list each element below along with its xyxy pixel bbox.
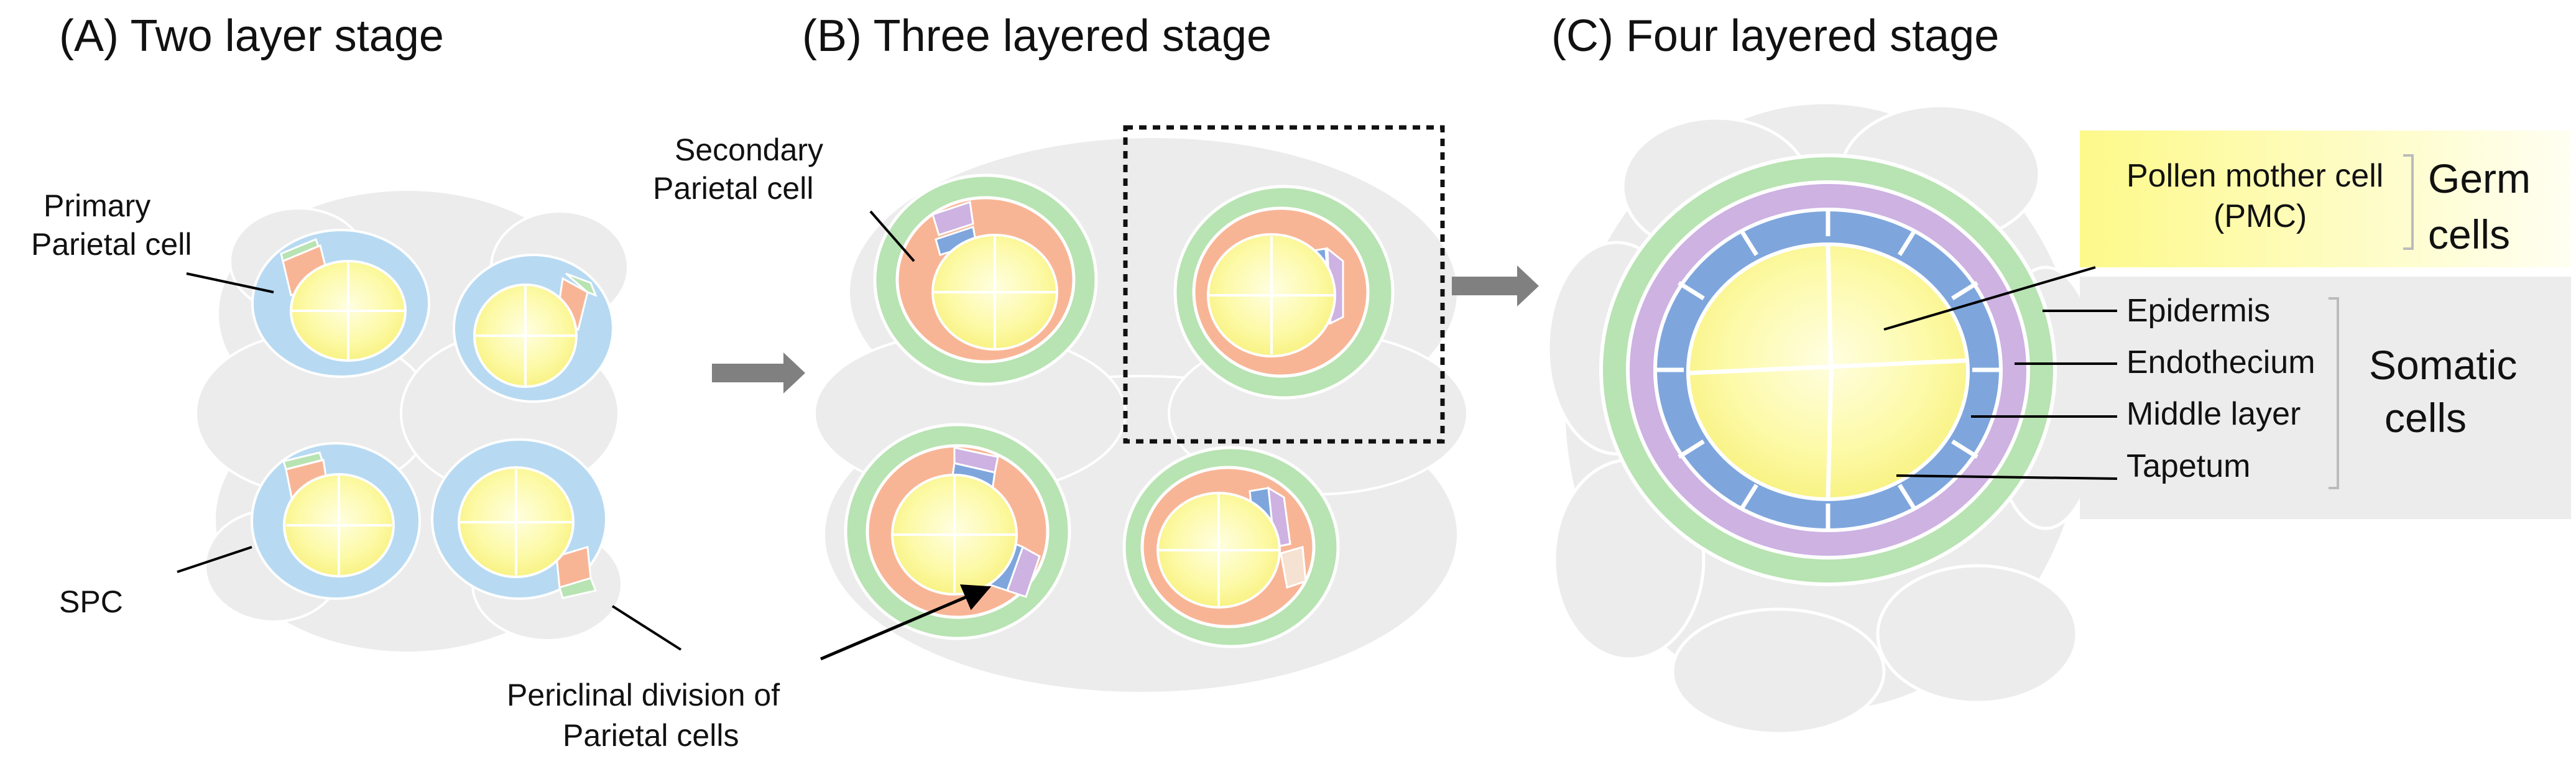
label-periclinal-line1: Periclinal division of xyxy=(507,678,780,712)
panel-a-locule-3 xyxy=(251,442,421,600)
panel-b-locule-2 xyxy=(1173,185,1395,400)
panel-b-title: (B) Three layered stage xyxy=(802,11,1272,61)
panel-b-locule-3 xyxy=(844,423,1071,640)
label-primary-parietal-line2: Parietal cell xyxy=(31,227,192,262)
germ-bracket xyxy=(2403,154,2414,250)
panel-a-title: (A) Two layer stage xyxy=(59,11,444,61)
label-germ-line1: Germ xyxy=(2428,155,2531,201)
panel-a-anther xyxy=(195,188,629,654)
panel-b-anther xyxy=(813,136,1469,694)
panel-b-locule-4 xyxy=(1122,446,1340,648)
leader-spc xyxy=(177,546,252,573)
panel-a-locule-1 xyxy=(251,229,430,378)
leader-primary-parietal xyxy=(186,272,274,293)
label-middle-layer: Middle layer xyxy=(2126,396,2301,432)
panel-a-locule-2 xyxy=(453,254,614,403)
leader-pmc xyxy=(1883,266,2096,331)
label-somatic-line2: cells xyxy=(2384,395,2467,441)
label-somatic-line1: Somatic xyxy=(2369,342,2517,388)
label-primary-parietal-line1: Primary xyxy=(44,188,150,223)
leader-periclinal-b xyxy=(820,584,992,661)
panel-b-locule-1 xyxy=(873,173,1098,386)
panel-c-anther xyxy=(1546,101,2103,735)
label-periclinal-line2: Parietal cells xyxy=(563,718,739,753)
label-spc: SPC xyxy=(59,584,123,619)
label-pmc-line2: (PMC) xyxy=(2214,198,2307,234)
leader-periclinal-a xyxy=(611,605,682,651)
leader-secondary-parietal xyxy=(869,210,915,262)
arrow-a-to-b xyxy=(712,352,805,394)
leader-tapetum xyxy=(1896,474,2118,480)
panel-c-title: (C) Four layered stage xyxy=(1551,11,1999,61)
label-epidermis: Epidermis xyxy=(2126,293,2270,329)
label-pmc-line1: Pollen mother cell xyxy=(2126,158,2383,194)
label-tapetum: Tapetum xyxy=(2126,448,2250,484)
label-secondary-parietal-line1: Secondary xyxy=(675,132,823,167)
label-secondary-parietal-line2: Parietal cell xyxy=(653,171,813,206)
arrow-b-to-c xyxy=(1452,265,1539,306)
label-endothecium: Endothecium xyxy=(2126,344,2315,380)
somatic-bracket xyxy=(2329,297,2339,489)
germ-cells-box xyxy=(2080,131,2571,267)
label-germ-line2: cells xyxy=(2428,211,2510,257)
panel-a-locule-4 xyxy=(431,438,607,600)
somatic-cells-box xyxy=(2080,277,2571,519)
